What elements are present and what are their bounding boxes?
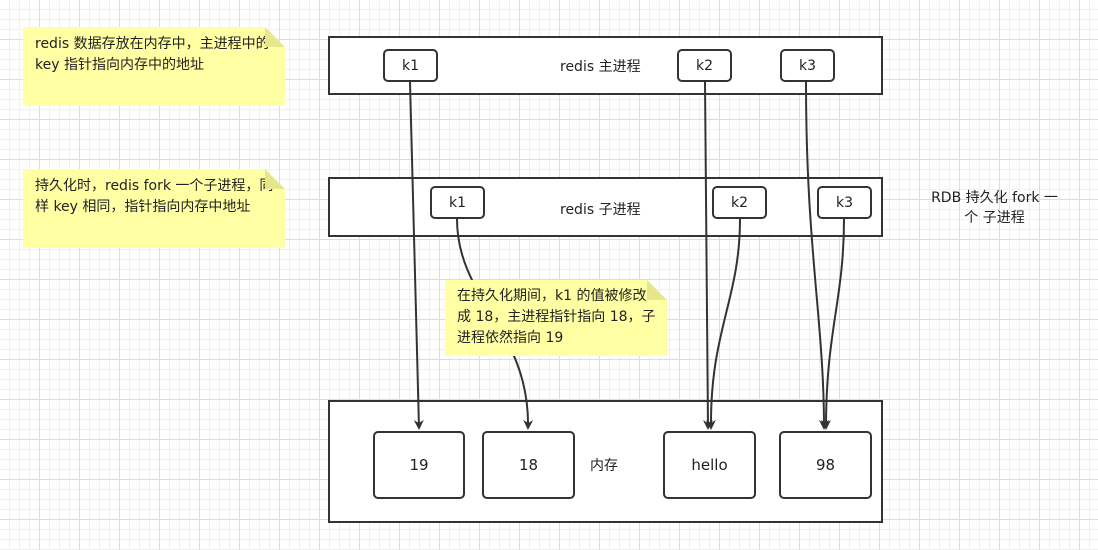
child-process-note-text: 持久化时，redis fork 一个子进程，同样 key 相同，指针指向内存中地… [35, 178, 274, 215]
memory-value-98[interactable]: 98 [779, 431, 872, 499]
main-process-note-text: redis 数据存放在内存中，主进程中的 key 指针指向内存中的地址 [35, 36, 270, 73]
modification-note-text: 在持久化期间，k1 的值被修改成 18，主进程指针指向 18，子进程依然指向 1… [457, 288, 656, 346]
child-key-k3[interactable]: k3 [817, 186, 872, 219]
child-process-box[interactable] [328, 177, 883, 237]
memory-label: 内存 [590, 458, 618, 474]
arrow-child-k3-to-98 [821, 218, 845, 430]
arrow-main-k2-to-hello [702, 81, 713, 430]
child-process-note: 持久化时，redis fork 一个子进程，同样 key 相同，指针指向内存中地… [23, 169, 285, 248]
memory-value-19[interactable]: 19 [373, 431, 465, 499]
note-fold-corner [265, 169, 285, 189]
main-key-k2[interactable]: k2 [677, 49, 732, 82]
main-process-label: redis 主进程 [560, 59, 641, 75]
memory-value-18[interactable]: 18 [482, 431, 575, 499]
rdb-fork-note: RDB 持久化 fork 一 个 子进程 [912, 188, 1077, 228]
modification-note: 在持久化期间，k1 的值被修改成 18，主进程指针指向 18，子进程依然指向 1… [445, 280, 667, 356]
memory-value-hello[interactable]: hello [663, 431, 756, 499]
arrow-child-k2-to-hello [705, 218, 741, 430]
child-key-k1[interactable]: k1 [430, 186, 485, 219]
child-key-k2[interactable]: k2 [712, 186, 767, 219]
rdb-fork-note-line1: RDB 持久化 fork 一 [931, 190, 1058, 206]
note-fold-corner [647, 280, 667, 300]
main-key-k3[interactable]: k3 [780, 49, 835, 82]
arrow-main-k1-to-19 [409, 81, 424, 430]
note-fold-corner [265, 27, 285, 47]
main-key-k1[interactable]: k1 [383, 49, 438, 82]
rdb-fork-note-line2: 个 子进程 [964, 210, 1025, 226]
arrow-main-k3-to-98 [805, 81, 829, 430]
main-process-note: redis 数据存放在内存中，主进程中的 key 指针指向内存中的地址 [23, 27, 285, 106]
child-process-label: redis 子进程 [560, 202, 641, 218]
